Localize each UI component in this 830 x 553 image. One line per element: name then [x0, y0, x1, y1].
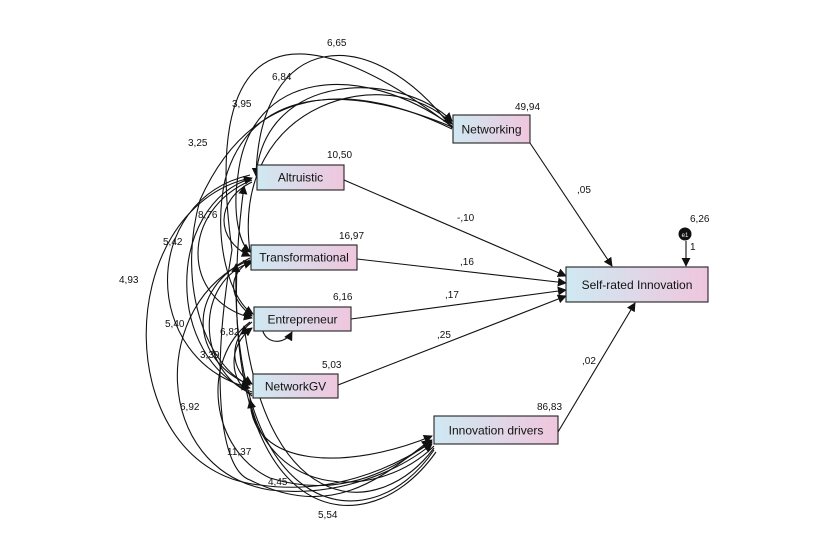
coef-entrepreneur: ,17	[445, 290, 459, 301]
coef-innovation-drivers: ,02	[582, 356, 596, 367]
coef-altruistic: -,10	[457, 213, 475, 224]
node-self-rated-innovation: Self-rated Innovation	[565, 266, 709, 303]
variance-networking: 49,94	[515, 102, 540, 113]
cov-label-682: 6,82	[220, 327, 240, 338]
node-networking-label: Networking	[461, 123, 521, 137]
cov-label-445: 4,45	[268, 477, 288, 488]
cov-label-692: 6,92	[180, 402, 200, 413]
path-innovation-drivers-to-sri	[557, 302, 636, 433]
node-self-rated-innovation-label: Self-rated Innovation	[582, 278, 693, 292]
error-term-label: e1	[682, 233, 689, 239]
covariance-altruistic-innovation-drivers	[145, 177, 433, 488]
covariance-upward-networkgv-altruistic	[186, 176, 253, 393]
variance-entrepreneur: 6,16	[333, 292, 353, 303]
error-term-circle	[678, 227, 692, 241]
cov-label-339: 3,39	[200, 350, 220, 361]
coef-networking: ,05	[577, 185, 591, 196]
covariance-networking-top-b	[247, 94, 453, 253]
node-entrepreneur: Entrepreneur	[253, 306, 352, 332]
covariance-innovation-drivers-bottom-c	[231, 263, 435, 502]
cov-label-395: 3,95	[232, 99, 252, 110]
coef-networkgv: ,25	[437, 330, 451, 341]
path-networking-to-sri	[529, 142, 613, 267]
variance-innovation-drivers: 86,83	[537, 402, 562, 413]
node-networking: Networking	[452, 114, 531, 144]
covariance-innovation-drivers-bottom-a	[247, 399, 435, 483]
variance-networkgv: 5,03	[322, 360, 342, 371]
node-transformational: Transformational	[250, 244, 358, 271]
cov-label-665: 6,65	[327, 38, 347, 49]
node-innovation-drivers: Innovation drivers	[433, 415, 559, 445]
cov-label-684: 6,84	[272, 72, 292, 83]
cov-label-542: 5,42	[163, 237, 183, 248]
node-transformational-label: Transformational	[259, 251, 349, 265]
node-altruistic: Altruistic	[256, 164, 345, 191]
error-path-label: 1	[690, 242, 696, 253]
node-entrepreneur-label: Entrepreneur	[267, 313, 337, 327]
node-networkgv-label: NetworkGV	[265, 380, 326, 394]
variance-transformational: 16,97	[339, 231, 364, 242]
node-networkgv: NetworkGV	[252, 373, 339, 399]
error-term: e1	[678, 227, 692, 241]
covariance-transformational-innovation-drivers	[176, 259, 433, 492]
path-entrepreneur-to-sri	[350, 286, 567, 320]
covariance-networking-entrepreneur	[220, 98, 453, 315]
covariance-networking-top-a	[255, 87, 453, 177]
node-innovation-drivers-label: Innovation drivers	[449, 424, 544, 438]
covariance-networking-altruistic	[251, 54, 453, 177]
path-altruistic-to-sri	[343, 179, 567, 277]
covariance-entrepreneur-self-loop	[261, 327, 293, 342]
coef-transformational: ,16	[460, 257, 474, 268]
covariance-altruistic-networkgv	[166, 174, 251, 391]
node-altruistic-label: Altruistic	[278, 171, 323, 185]
variance-altruistic: 10,50	[327, 150, 352, 161]
cov-label-876: 8,76	[198, 210, 218, 221]
cov-label-554: 5,54	[318, 510, 338, 521]
covariance-altruistic-entrepreneur	[197, 179, 253, 321]
covariance-networking-innovation-drivers	[219, 53, 456, 498]
cov-label-540: 5,40	[165, 319, 185, 330]
cov-label-1137: 11,37	[227, 447, 252, 458]
path-transformational-to-sri	[356, 258, 567, 287]
variance-error: 6,26	[690, 214, 710, 225]
covariance-innovation-drivers-bottom-d	[235, 185, 437, 506]
cov-label-493: 4,93	[119, 275, 139, 286]
path-networkgv-to-sri	[337, 294, 567, 386]
covariance-networkgv-innovation-drivers	[249, 397, 433, 459]
cov-label-325: 3,25	[188, 138, 208, 149]
